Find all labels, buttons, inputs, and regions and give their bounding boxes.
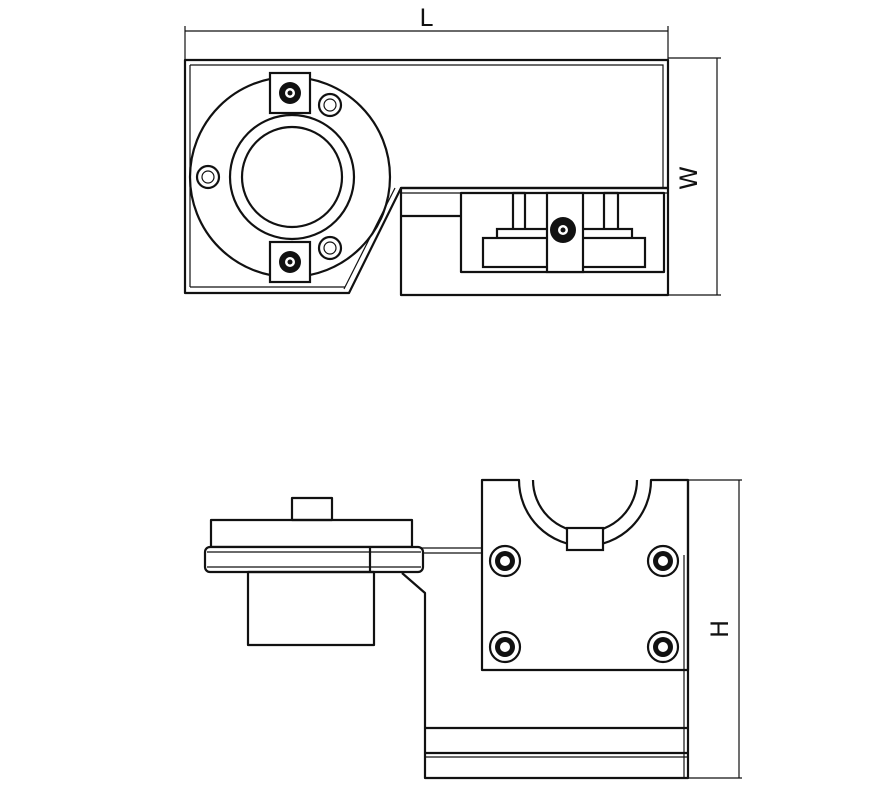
clamp-ring xyxy=(188,71,392,284)
mounting-hole-icon xyxy=(317,235,343,261)
height-label: H xyxy=(706,620,734,638)
length-label: L xyxy=(419,4,433,32)
bracket-base xyxy=(401,480,690,780)
socket-screw-icon xyxy=(488,630,522,664)
holder-block xyxy=(480,478,690,672)
clamp-assembly xyxy=(203,496,482,647)
length-dimension: L xyxy=(184,4,669,60)
side-view: H xyxy=(203,478,742,780)
width-dimension: W xyxy=(668,57,721,296)
height-dimension: H xyxy=(688,479,742,779)
socket-screw-icon xyxy=(279,82,301,104)
key-block xyxy=(565,526,605,552)
socket-screw-icon xyxy=(646,630,680,664)
mounting-hole-icon xyxy=(317,92,343,118)
socket-screw-icon xyxy=(279,251,301,273)
mounting-hole-icon xyxy=(195,164,221,190)
socket-screw-icon xyxy=(488,544,522,578)
socket-screw-icon xyxy=(550,217,576,243)
vise-housing xyxy=(399,186,670,297)
socket-screw-icon xyxy=(646,544,680,578)
width-label: W xyxy=(675,166,703,190)
top-view: L W xyxy=(183,4,721,297)
